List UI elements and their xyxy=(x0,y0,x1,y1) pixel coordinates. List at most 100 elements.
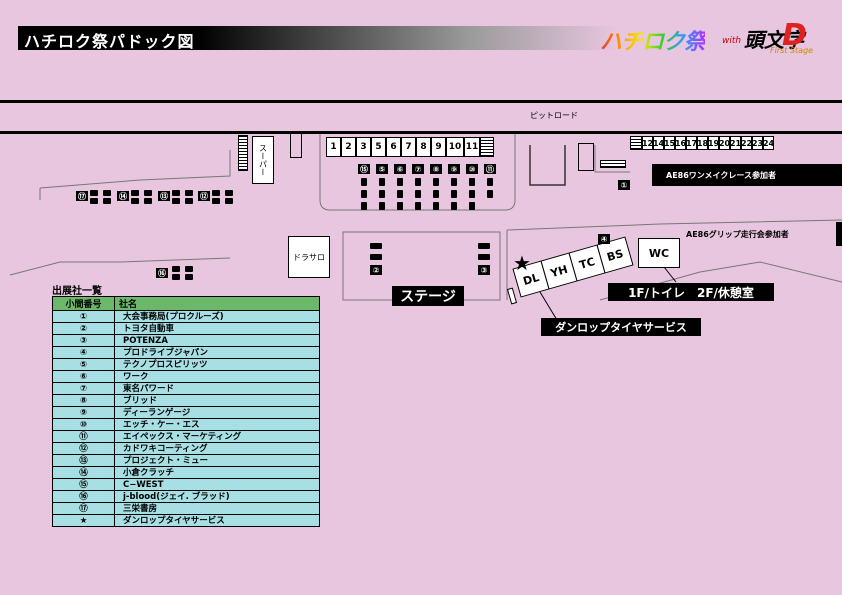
ae86-one-make-area: AE86ワンメイクレース参加者 xyxy=(652,164,842,186)
company-name: ダンロップタイヤサービス xyxy=(114,514,320,527)
pit-box: 19 xyxy=(708,136,719,150)
booth-tag: ③ xyxy=(478,265,490,275)
booth-row-pit: ⑮ ⑤ ⑥ ⑦ ⑧ ⑨ ⑩ ⑪ xyxy=(358,164,496,174)
star-icon: ★ xyxy=(513,251,531,275)
super-building: スーパー xyxy=(252,136,274,184)
ae86-grip-label: AE86グリップ走行会参加者 xyxy=(686,229,789,239)
booth-tag: ② xyxy=(370,265,382,275)
booth-number: ⑭ xyxy=(52,466,115,479)
pit-box: 16 xyxy=(675,136,686,150)
stairs xyxy=(238,135,248,171)
pit-stairs xyxy=(480,137,494,157)
booth-number: ② xyxy=(52,322,115,335)
booth-number: ⑯ xyxy=(52,490,115,503)
pit-box: 7 xyxy=(401,137,416,157)
pit-stairs xyxy=(630,136,642,150)
booth-tag: ④ xyxy=(598,234,610,244)
pit-box: 15 xyxy=(664,136,675,150)
booth-tag: ① xyxy=(618,180,630,190)
stairs xyxy=(600,160,626,168)
booth-number: ⑥ xyxy=(52,370,115,383)
pit-road-bottom-line xyxy=(0,131,842,134)
booth-number: ⑰ xyxy=(52,502,115,515)
toilet-rest-label: 1F/トイレ 2F/休憩室 xyxy=(608,283,774,301)
column-header: 小間番号 xyxy=(52,296,115,311)
company-name: ブリッド xyxy=(114,394,320,407)
title-bar xyxy=(18,26,618,50)
booth-tag: ⑥ xyxy=(394,164,406,174)
dorasaro-building: ドラサロ xyxy=(288,236,330,278)
booth-tag: ⑤ xyxy=(376,164,388,174)
pit-box: 17 xyxy=(686,136,697,150)
company-name: 大会事務局(プロクルーズ) xyxy=(114,310,320,323)
booth-number: ⑩ xyxy=(52,418,115,431)
pit-box: 12 xyxy=(642,136,653,150)
exhibitor-list-heading: 出展社一覧 xyxy=(52,286,102,297)
booth-number: ⑦ xyxy=(52,382,115,395)
company-name: 東名パワード xyxy=(114,382,320,395)
pit-box: 24 xyxy=(763,136,774,150)
logo-initial-d-text: 頭文字 xyxy=(744,28,804,52)
pit-box: 1 xyxy=(326,137,341,157)
table-row: ★ダンロップタイヤサービス xyxy=(52,514,320,527)
booth-tag: ⑯ xyxy=(156,268,168,278)
pit-box: 9 xyxy=(431,137,446,157)
company-name: 小倉クラッチ xyxy=(114,466,320,479)
pit-box: 14 xyxy=(653,136,664,150)
company-name: ディーランゲージ xyxy=(114,406,320,419)
booth-tag: ⑨ xyxy=(448,164,460,174)
booth-number: ⑧ xyxy=(52,394,115,407)
booth-tag: ⑧ xyxy=(430,164,442,174)
pit-box: 22 xyxy=(741,136,752,150)
company-name: プロドライブジャパン xyxy=(114,346,320,359)
company-name: プロジェクト・ミュー xyxy=(114,454,320,467)
booth-number: ⑬ xyxy=(52,454,115,467)
logo-d-letter: D xyxy=(782,18,807,53)
tower-building xyxy=(578,143,594,171)
company-name: POTENZA xyxy=(114,334,320,347)
pit-boxes-right: 12 14 15 16 17 18 19 20 21 22 23 24 xyxy=(630,136,774,150)
booth-number: ⑪ xyxy=(52,430,115,443)
event-logo: ハチロク祭 xyxy=(600,30,706,55)
booth-number: ④ xyxy=(52,346,115,359)
pit-box: 21 xyxy=(730,136,741,150)
pit-box: 6 xyxy=(386,137,401,157)
pit-box: 18 xyxy=(697,136,708,150)
pillar xyxy=(290,134,302,158)
booth-tag: ⑩ xyxy=(466,164,478,174)
company-name: C−WEST xyxy=(114,478,320,491)
pit-box: 2 xyxy=(341,137,356,157)
pit-box: 23 xyxy=(752,136,763,150)
pit-box: 3 xyxy=(356,137,371,157)
company-name: エッチ・ケー・エス xyxy=(114,418,320,431)
company-name: j-blood(ジェイ. ブラッド) xyxy=(114,490,320,503)
company-name: テクノプロスピリッツ xyxy=(114,358,320,371)
booth-number: ① xyxy=(52,310,115,323)
dunlop-service-label: ダンロップタイヤサービス xyxy=(541,318,701,336)
booth-tag: ⑬ xyxy=(158,191,170,201)
booth-number: ★ xyxy=(52,514,115,527)
page-title: ハチロク祭パドック図 xyxy=(24,32,195,51)
pit-box: 8 xyxy=(416,137,431,157)
booth-number: ⑮ xyxy=(52,478,115,491)
pit-box: 11 xyxy=(464,137,480,157)
logo-with-text: with xyxy=(722,36,742,46)
company-name: 三栄書房 xyxy=(114,502,320,515)
company-name: エイペックス・マーケティング xyxy=(114,430,320,443)
booth-tag: ⑮ xyxy=(358,164,370,174)
pit-box: 20 xyxy=(719,136,730,150)
